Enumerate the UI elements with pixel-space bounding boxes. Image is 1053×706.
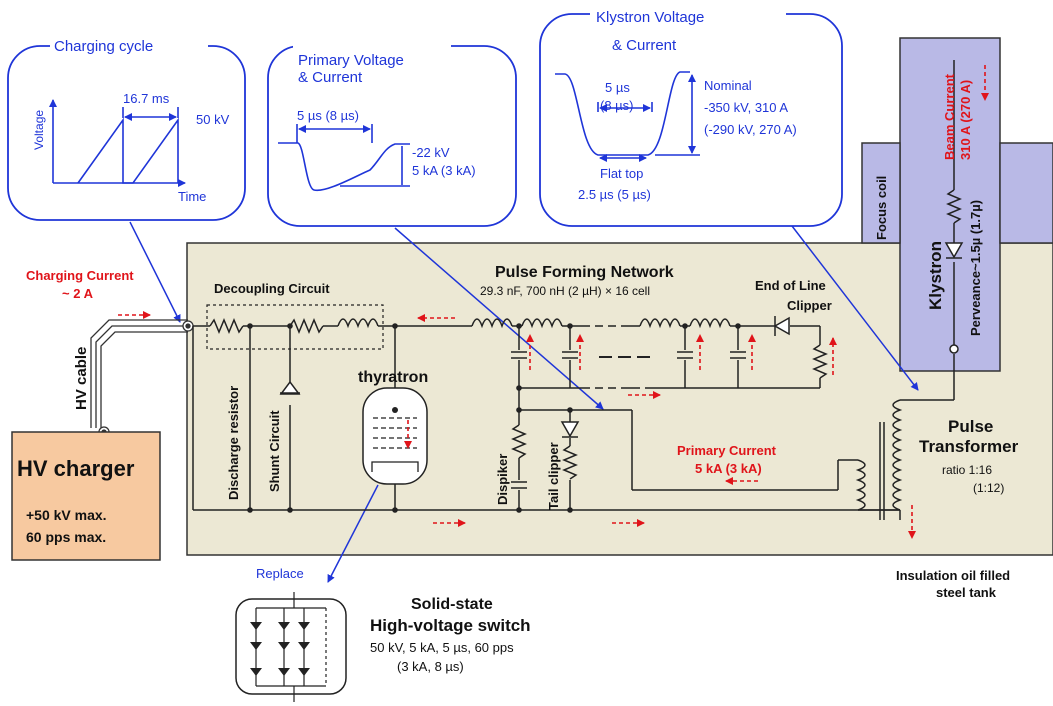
tail-clipper-label: Tail clipper (546, 442, 561, 510)
klystron-flat-2: 2.5 µs (5 µs) (578, 187, 651, 202)
primary-current-1: Primary Current (677, 443, 777, 458)
circuit-components (279, 242, 964, 438)
solid-state-1: Solid-state (411, 596, 493, 613)
focus-coil-label: Focus coil (874, 176, 889, 240)
transformer-4: (1:12) (973, 481, 1004, 495)
charging-period: 16.7 ms (123, 91, 170, 106)
klystron-nominal-1: Nominal (704, 78, 752, 93)
klystron-width-1: 5 µs (605, 80, 630, 95)
eol-label-1: End of Line (755, 278, 826, 293)
solid-state-4: (3 kA, 8 µs) (397, 659, 464, 674)
focus-coil-left (861, 142, 901, 244)
transformer-3: ratio 1:16 (942, 463, 992, 477)
primary-title-2: & Current (298, 69, 363, 86)
klystron-flat-1: Flat top (600, 166, 643, 181)
beam-current-2: 310 A (270 A) (958, 80, 973, 160)
charging-x-label: Time (178, 189, 206, 204)
primary-title-1: Primary Voltage (298, 52, 404, 69)
thyratron-tube (362, 387, 428, 485)
hv-cable (90, 319, 194, 438)
primary-current-val: 5 kA (3 kA) (412, 163, 476, 178)
primary-waveform (278, 124, 410, 192)
discharge-label: Discharge resistor (226, 386, 241, 500)
charging-current-2: ~ 2 A (62, 286, 94, 301)
klystron-width-2: (8 µs) (600, 98, 634, 113)
hv-cable-label: HV cable (73, 347, 90, 410)
shunt-label: Shunt Circuit (267, 410, 282, 492)
primary-current-2: 5 kA (3 kA) (695, 461, 762, 476)
klystron-title-1: Klystron Voltage (596, 9, 704, 26)
hv-charger-2: 60 pps max. (26, 529, 106, 545)
thyratron-label: thyratron (358, 369, 428, 386)
klystron-nominal-3: (-290 kV, 270 A) (704, 122, 797, 137)
charging-voltage: 50 kV (196, 112, 230, 127)
pfn-spec: 29.3 nF, 700 nH (2 µH) × 16 cell (480, 284, 650, 298)
transformer-2: Transformer (919, 437, 1019, 456)
solid-state-3: 50 kV, 5 kA, 5 µs, 60 pps (370, 640, 514, 655)
current-flow-arrows (118, 65, 989, 539)
tank-1: Insulation oil filled (896, 568, 1010, 583)
charging-cycle-title: Charging cycle (54, 38, 153, 55)
solid-state-switch-graphic (235, 592, 347, 702)
charging-waveform (49, 99, 186, 187)
decoupling-label: Decoupling Circuit (214, 281, 330, 296)
beam-current-1: Beam Current (942, 73, 957, 160)
dispiker-label: Dispiker (495, 454, 510, 505)
pfn-title: Pulse Forming Network (495, 264, 674, 281)
junction-dots (247, 323, 741, 513)
hv-charger-1: +50 kV max. (26, 507, 107, 523)
klystron-nominal-2: -350 kV, 310 A (704, 100, 788, 115)
hv-charger-title: HV charger (17, 456, 135, 481)
decoupling-box (206, 304, 384, 350)
transformer-1: Pulse (948, 417, 993, 436)
klystron-waveform (555, 71, 700, 162)
hv-charger-box (11, 431, 161, 561)
solid-state-2: High-voltage switch (370, 616, 531, 635)
replace-label: Replace (256, 566, 304, 581)
perveance-label: Perveance~1.5µ (1.7µ) (968, 200, 983, 336)
charging-y-label: Voltage (32, 110, 46, 150)
charging-current-1: Charging Current (26, 268, 134, 283)
tank-2: steel tank (936, 585, 997, 600)
callout-pointers (129, 221, 919, 583)
primary-width: 5 µs (8 µs) (297, 108, 359, 123)
klystron-label: Klystron (926, 241, 945, 310)
eol-label-2: Clipper (787, 298, 832, 313)
primary-voltage: -22 kV (412, 145, 450, 160)
focus-coil-right (999, 142, 1053, 244)
klystron-title-2: & Current (612, 37, 677, 54)
